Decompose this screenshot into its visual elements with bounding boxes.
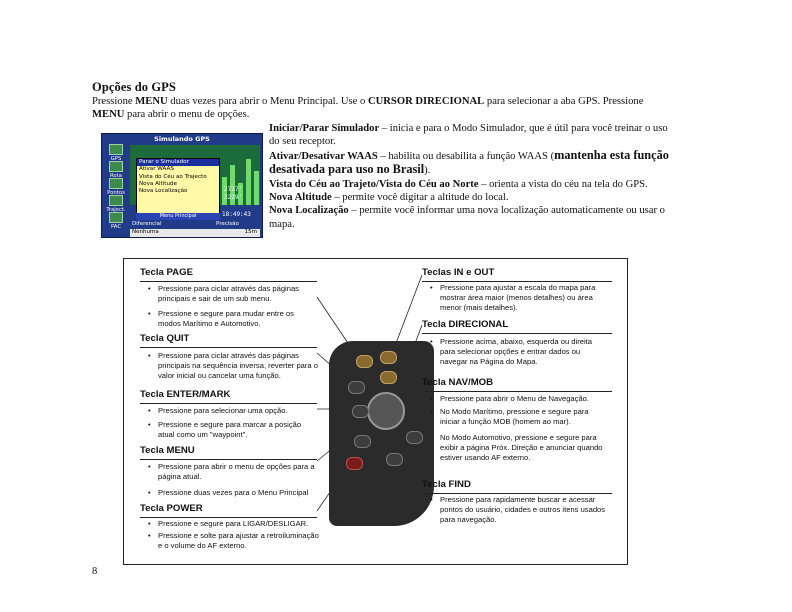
- options-list: Iniciar/Parar Simulador – inicia e para …: [269, 122, 669, 231]
- bullet: •Pressione para ajustar a escala do mapa…: [430, 283, 596, 312]
- screen-title: Simulando GPS: [154, 135, 210, 143]
- enter-key: [352, 405, 369, 418]
- gps-screen-image: Simulando GPS GPS Rota Pontos Traject. P…: [101, 133, 263, 238]
- menu-footer: Menu Principal: [136, 213, 220, 220]
- power-key: [346, 457, 363, 470]
- tab-pac: PAC: [104, 212, 128, 230]
- readout-b: 3229': [224, 194, 243, 201]
- tab-rota: Rota: [104, 161, 128, 179]
- route-icon: [109, 161, 123, 172]
- bullet: •Pressione para ciclar através das págin…: [148, 284, 299, 303]
- page-number: 8: [92, 566, 98, 577]
- bullet: •Pressione acima, abaixo, esquerda ou di…: [430, 337, 592, 366]
- screen-value-row: Nenhuma 15m: [130, 229, 260, 237]
- divider: [140, 403, 317, 404]
- keys-diagram: Tecla PAGE •Pressione para ciclar atravé…: [123, 258, 628, 565]
- bullet: •Pressione para abrir o menu de opções p…: [148, 462, 315, 481]
- tab-pontos: Pontos: [104, 178, 128, 196]
- divider: [140, 281, 317, 282]
- option-item: Vista do Céu ao Trajeto/Vista do Céu ao …: [269, 178, 648, 190]
- divider: [422, 493, 612, 494]
- menu-item[interactable]: Vista do Céu ao Trajecto: [139, 173, 207, 180]
- screen-label-row: Diferencial Precisão: [130, 221, 260, 229]
- key-menu-ref: MENU: [135, 96, 168, 107]
- tab-traject: Traject.: [104, 195, 128, 213]
- section-title: Opções do GPS: [92, 80, 176, 94]
- divider: [422, 333, 612, 334]
- tab-gps: GPS: [104, 144, 128, 162]
- menu-key: [354, 435, 371, 448]
- signal-bar: [254, 171, 259, 205]
- intro-paragraph: Pressione MENU duas vezes para abrir o M…: [92, 96, 644, 121]
- menu-item[interactable]: Nova Altitude: [139, 180, 177, 187]
- label-in-out: Teclas IN e OUT: [422, 267, 495, 278]
- option-item: Nova Altitude – permite você digitar a a…: [269, 192, 509, 204]
- bullet: •Pressione para ciclar através das págin…: [148, 351, 318, 380]
- readout-a: 2727': [224, 186, 243, 193]
- quit-key: [348, 381, 365, 394]
- value-diferencial: Nenhuma: [132, 229, 159, 235]
- label-menu: Tecla MENU: [140, 445, 195, 456]
- label-find: Tecla FIND: [422, 479, 471, 490]
- label-page: Tecla PAGE: [140, 267, 193, 278]
- label-precisao: Precisão: [216, 221, 239, 227]
- readout-time: 18:49:43: [222, 211, 251, 218]
- menu-item[interactable]: Nova Localização: [139, 188, 188, 195]
- options-menu: Parar o Simulador Ativar WAAS Vista do C…: [136, 158, 220, 214]
- divider: [140, 517, 317, 518]
- option-item: Ativar/Desativar WAAS – habilita ou desa…: [269, 147, 669, 177]
- signal-bar: [222, 177, 227, 205]
- bullet: No Modo Automotivo, pressione e segure p…: [440, 433, 603, 462]
- key-menu-ref-2: MENU: [92, 109, 125, 121]
- menu-item[interactable]: Ativar WAAS: [139, 166, 174, 173]
- waas-warning: mantenha esta função desativada para uso…: [269, 147, 669, 177]
- label-diferencial: Diferencial: [132, 221, 162, 227]
- divider: [140, 459, 317, 460]
- out-key: [380, 371, 397, 384]
- bullet: •Pressione para selecionar uma opção.: [148, 406, 288, 415]
- label-quit: Tecla QUIT: [140, 333, 190, 344]
- signal-bar: [230, 165, 235, 205]
- divider: [422, 281, 612, 282]
- find-key: [386, 453, 403, 466]
- divider: [140, 347, 317, 348]
- value-precisao: 15m: [244, 229, 257, 235]
- pac-icon: [109, 212, 123, 223]
- bullet: •Pressione e solte para ajustar a retroi…: [148, 531, 319, 550]
- option-item: Nova Localização – permite você informar…: [269, 205, 665, 230]
- bullet: •Pressione para rapidamente buscar e ace…: [430, 495, 606, 524]
- bullet: •Pressione e segure para LIGAR/DESLIGAR.: [148, 519, 309, 528]
- label-power: Tecla POWER: [140, 503, 203, 514]
- signal-bar: [246, 159, 251, 205]
- label-enter-mark: Tecla ENTER/MARK: [140, 389, 231, 400]
- label-nav-mob: Tecla NAV/MOB: [422, 377, 494, 388]
- direction-pad: [367, 392, 405, 430]
- track-icon: [109, 195, 123, 206]
- nav-key: [406, 431, 423, 444]
- option-item: Iniciar/Parar Simulador – inicia e para …: [269, 123, 668, 148]
- waypoint-icon: [109, 178, 123, 189]
- bullet: •No Modo Marítimo, pressione e segure pa…: [430, 407, 589, 426]
- bullet: •Pressione e segure para marcar a posiçã…: [148, 420, 302, 439]
- label-directional: Tecla DIRECIONAL: [422, 319, 509, 330]
- menu-item[interactable]: Parar o Simulador: [137, 159, 219, 167]
- page-key: [356, 355, 373, 368]
- signal-bar: [238, 183, 243, 205]
- bullet: •Pressione e segure para mudar entre os …: [148, 309, 294, 328]
- satellite-icon: [109, 144, 123, 155]
- bullet: •Pressione duas vezes para o Menu Princi…: [148, 488, 309, 497]
- key-cursor-ref: CURSOR DIRECIONAL: [367, 96, 485, 107]
- bullet: •Pressione para abrir o Menu de Navegaçã…: [430, 394, 590, 403]
- divider: [422, 391, 612, 392]
- in-key: [380, 351, 397, 364]
